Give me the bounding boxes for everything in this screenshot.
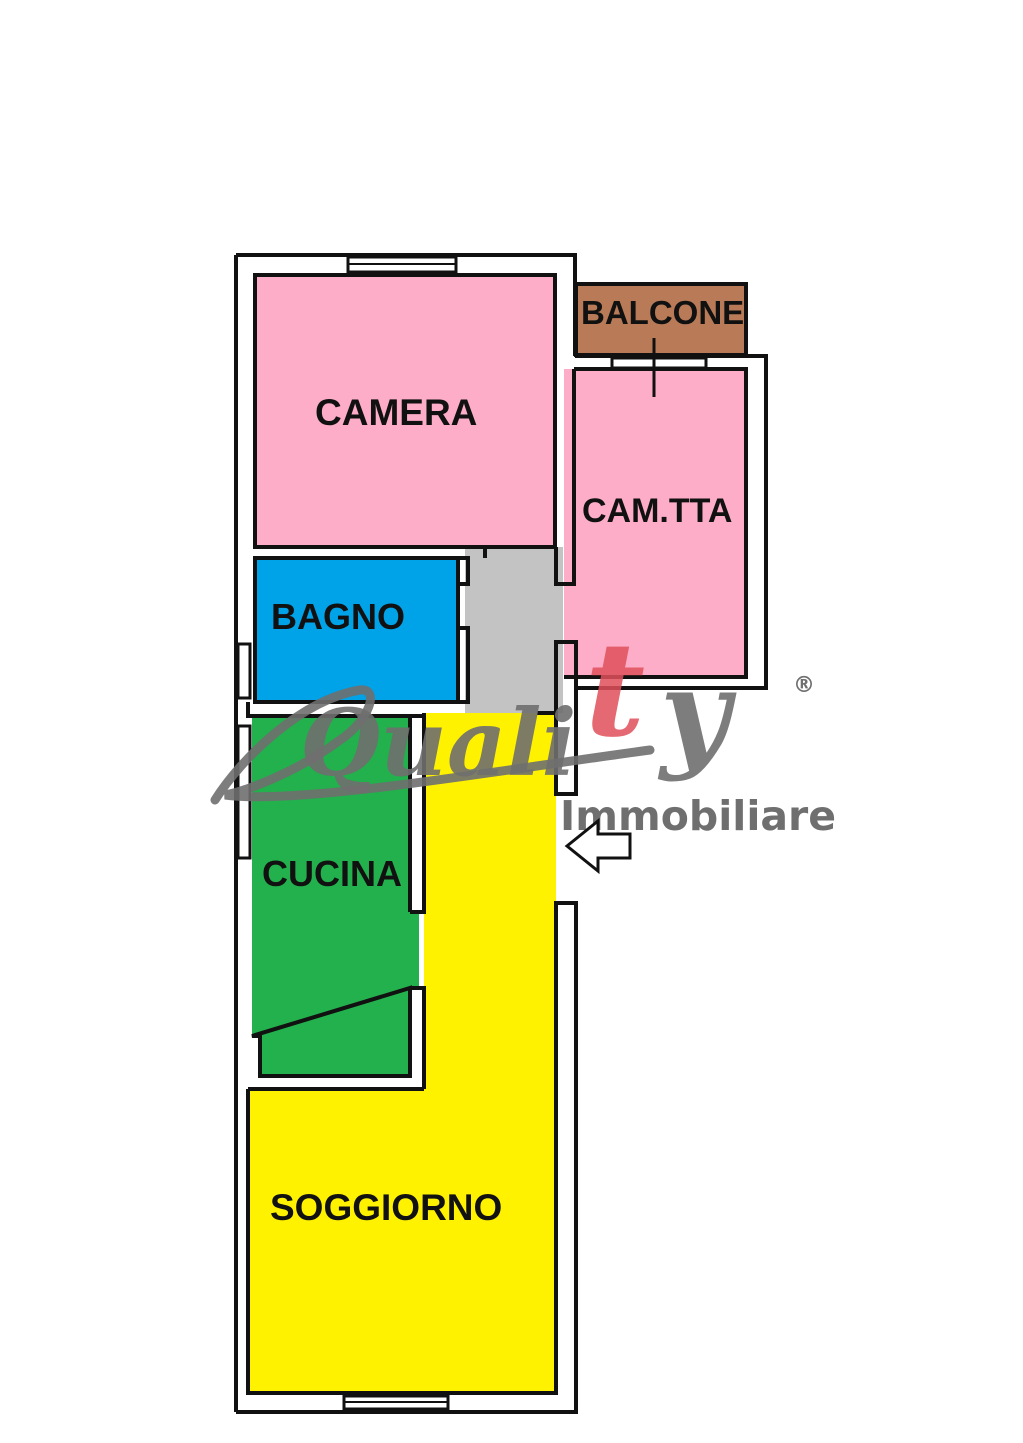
cameretta-window xyxy=(610,356,708,370)
cameretta-label: CAM.TTA xyxy=(582,492,732,530)
watermark-swash xyxy=(210,685,655,805)
watermark-brand-q: Quali xyxy=(300,689,577,797)
soggiorno-wall xyxy=(246,1087,558,1395)
balcone-fill xyxy=(576,284,746,355)
watermark: Quali t y ® Immobiliare xyxy=(210,613,836,840)
cameretta-outer-wall xyxy=(574,354,768,690)
camera-label: CAMERA xyxy=(315,392,477,433)
watermark-subtitle: Immobiliare xyxy=(560,792,836,840)
bagno-window xyxy=(236,642,252,700)
watermark-brand-t: t xyxy=(585,613,645,766)
watermark-registered: ® xyxy=(793,673,815,698)
room-fills xyxy=(248,275,746,1393)
disimpegno-fill xyxy=(465,547,563,713)
soggiorno-fill xyxy=(248,713,556,1393)
cucina-label: CUCINA xyxy=(262,853,402,894)
cucina-door-fill xyxy=(410,912,419,988)
bagno-fill xyxy=(256,558,458,702)
bagno-door-jamb-bottom xyxy=(458,626,470,704)
entrance-arrow-icon xyxy=(564,817,632,875)
cucina-fill xyxy=(252,716,410,1076)
cameretta-fill xyxy=(564,369,746,677)
camera-fill xyxy=(255,275,555,547)
bagno-door-jamb-top xyxy=(458,556,470,586)
balcone-label: BALCONE xyxy=(581,294,744,331)
soggiorno-label: SOGGIORNO xyxy=(270,1187,502,1228)
entrance-jamb xyxy=(554,640,578,796)
cameretta-left-wall-top xyxy=(554,369,576,586)
bagno-label: BAGNO xyxy=(271,596,405,637)
outer-wall-bottom xyxy=(236,901,578,1414)
watermark-brand-y: y xyxy=(657,643,737,784)
camera-door-jamb-left xyxy=(465,545,487,558)
room-labels: CAMERA BALCONE CAM.TTA BAGNO CUCINA SOGG… xyxy=(262,294,744,1228)
